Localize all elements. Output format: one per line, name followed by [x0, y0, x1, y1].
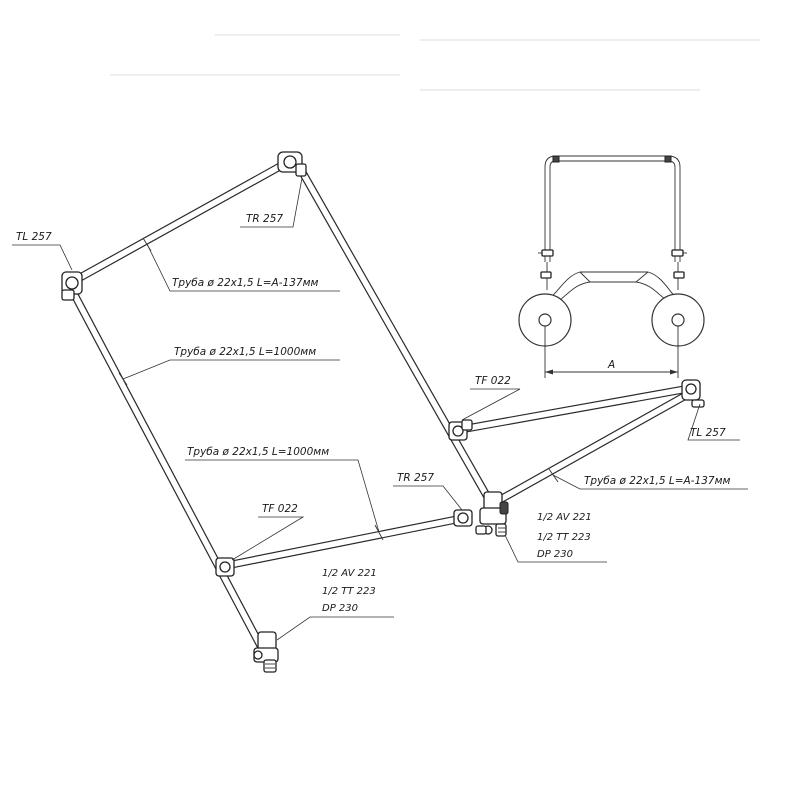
fitting-cluster-left: [253, 631, 279, 673]
tube-right-vertical: [296, 164, 496, 509]
label-tf-right: TF 022: [475, 375, 511, 387]
label-tube-top: Труба ø 22x1,5 L=A-137мм: [172, 277, 318, 289]
label-tube-left: Труба ø 22x1,5 L=1000мм: [174, 346, 316, 358]
inset-boat-view: A: [518, 155, 705, 378]
label-tl-upper: TL 257: [16, 231, 52, 243]
fitting-tf-left: [215, 557, 235, 577]
tube-right-upper: [454, 384, 696, 434]
fitting-tf-right: [448, 419, 473, 441]
label-tube-right: Труба ø 22x1,5 L=A-137мм: [584, 475, 730, 487]
leader-lines: [12, 177, 748, 641]
tube-left-vertical: [68, 286, 272, 664]
label-parts-right-1: 1/2 AV 221: [537, 512, 592, 523]
fitting-tr-lower: [453, 509, 473, 527]
label-tr-lower: TR 257: [397, 472, 434, 484]
label-parts-left-2: 1/2 TT 223: [322, 586, 376, 597]
tube-right-diagonal: [490, 388, 696, 507]
labels: TL 257 TR 257 Труба ø 22x1,5 L=A-137мм Т…: [16, 213, 730, 614]
fitting-tl-upper: [61, 271, 83, 301]
label-parts-right-3: DP 230: [537, 549, 573, 560]
fitting-cluster-right: [475, 491, 509, 537]
label-tr-upper: TR 257: [246, 213, 283, 225]
fitting-tr-upper: [277, 151, 307, 177]
label-parts-left-1: 1/2 AV 221: [322, 568, 377, 579]
label-tf-left: TF 022: [262, 503, 298, 515]
label-parts-right-2: 1/2 TT 223: [537, 532, 591, 543]
background-artefacts: [110, 34, 760, 91]
fitting-tl-right: [681, 379, 705, 408]
label-tube-mid: Труба ø 22x1,5 L=1000мм: [187, 446, 329, 458]
label-tl-right: TL 257: [690, 427, 726, 439]
label-dimension-a: A: [607, 359, 615, 371]
label-parts-left-3: DP 230: [322, 603, 358, 614]
tube-top-left: [68, 158, 292, 286]
tube-lower-middle: [220, 514, 468, 570]
